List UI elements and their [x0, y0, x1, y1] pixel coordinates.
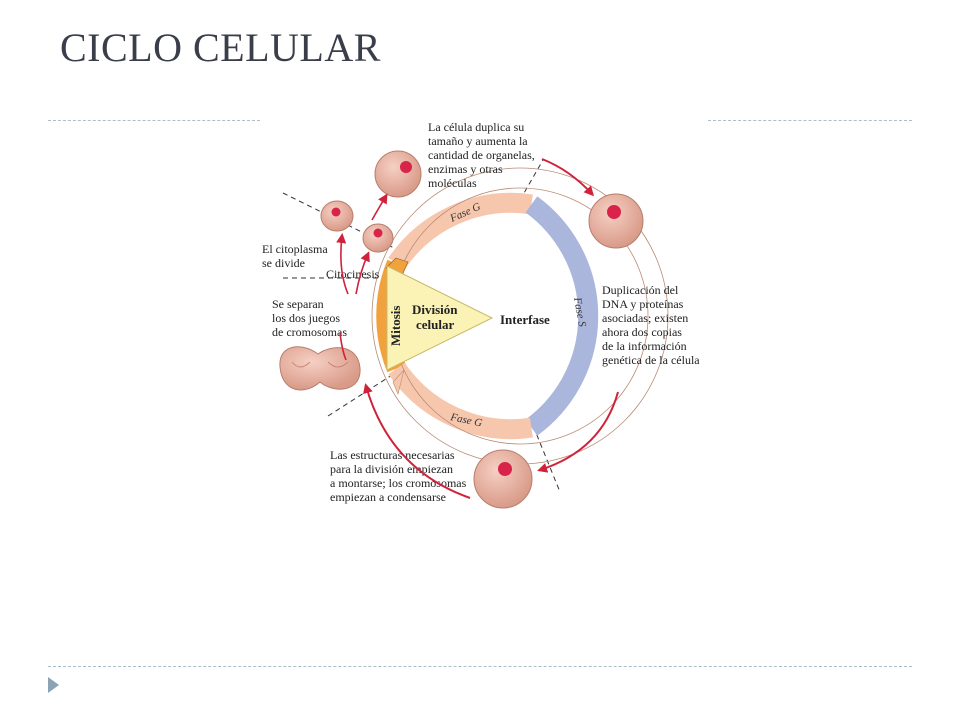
- svg-text:Se separan: Se separan: [272, 297, 324, 311]
- division-label-line1: División: [412, 302, 458, 317]
- svg-text:tamaño y aumenta la: tamaño y aumenta la: [428, 134, 528, 148]
- cell-daughter-left: [320, 200, 354, 232]
- svg-text:El citoplasma: El citoplasma: [262, 242, 328, 256]
- cell-dividing: [279, 346, 361, 391]
- note-top-text: La célula duplica su tamaño y aumenta la…: [428, 120, 535, 190]
- top-divider-right: [708, 120, 912, 121]
- svg-text:enzimas y otras: enzimas y otras: [428, 162, 503, 176]
- arrow-g2-to-mitosis: [363, 383, 471, 499]
- top-divider-left: [48, 120, 260, 121]
- svg-text:ahora dos copias: ahora dos copias: [602, 325, 682, 339]
- cell-top-right: [588, 193, 644, 249]
- guide-line-g1-s: [519, 159, 544, 201]
- cell-daughter-right: [362, 223, 394, 253]
- svg-text:moléculas: moléculas: [428, 176, 477, 190]
- division-label-line2: celular: [416, 317, 454, 332]
- note-citoplasma-text: El citoplasma se divide: [262, 242, 328, 270]
- svg-text:Duplicación del: Duplicación del: [602, 283, 679, 297]
- division-celular-triangle: [386, 265, 494, 371]
- svg-text:de cromosomas: de cromosomas: [272, 325, 347, 339]
- svg-text:cantidad de organelas,: cantidad de organelas,: [428, 148, 535, 162]
- note-right-text: Duplicación del DNA y proteínas asociada…: [602, 283, 700, 367]
- svg-text:DNA y proteínas: DNA y proteínas: [602, 297, 684, 311]
- arrow-separan: [339, 332, 347, 361]
- interfase-label: Interfase: [500, 312, 550, 327]
- svg-text:los dos juegos: los dos juegos: [272, 311, 340, 325]
- cell-bottom: [473, 449, 533, 509]
- svg-text:asociadas; existen: asociadas; existen: [602, 311, 688, 325]
- next-slide-arrow-icon[interactable]: [48, 677, 59, 693]
- fase-g2-band: [388, 362, 533, 440]
- note-bottom-text: Las estructuras necesarias para la divis…: [330, 448, 467, 504]
- slide-title: CICLO CELULAR: [60, 25, 381, 70]
- svg-text:La célula duplica su: La célula duplica su: [428, 120, 524, 134]
- fase-s-band: [525, 196, 599, 436]
- bottom-divider: [48, 666, 912, 667]
- g2-arrowhead-icon: [392, 369, 405, 395]
- citocinesis-label: Citocinesis: [326, 267, 380, 281]
- svg-text:para la división empiezan: para la división empiezan: [330, 462, 453, 476]
- svg-text:de la información: de la información: [602, 339, 687, 353]
- cell-small-upper: [374, 150, 422, 198]
- mitosis-label: Mitosis: [388, 306, 403, 346]
- arrow-to-daughter-left: [336, 233, 349, 295]
- arrow-to-cell-small-upper: [371, 193, 388, 221]
- svg-text:Las estructuras necesarias: Las estructuras necesarias: [330, 448, 455, 462]
- note-separan-text: Se separan los dos juegos de cromosomas: [272, 297, 347, 339]
- svg-text:genética de la célula: genética de la célula: [602, 353, 700, 367]
- arrow-to-daughter-right: [355, 251, 370, 295]
- arrow-s-to-g2: [537, 391, 619, 473]
- svg-text:empiezan a condensarse: empiezan a condensarse: [330, 490, 446, 504]
- fase-s-label: Fase S: [571, 295, 588, 328]
- fase-g1-band: [388, 192, 533, 270]
- svg-text:se divide: se divide: [262, 256, 305, 270]
- arrow-g1-to-s: [541, 158, 595, 197]
